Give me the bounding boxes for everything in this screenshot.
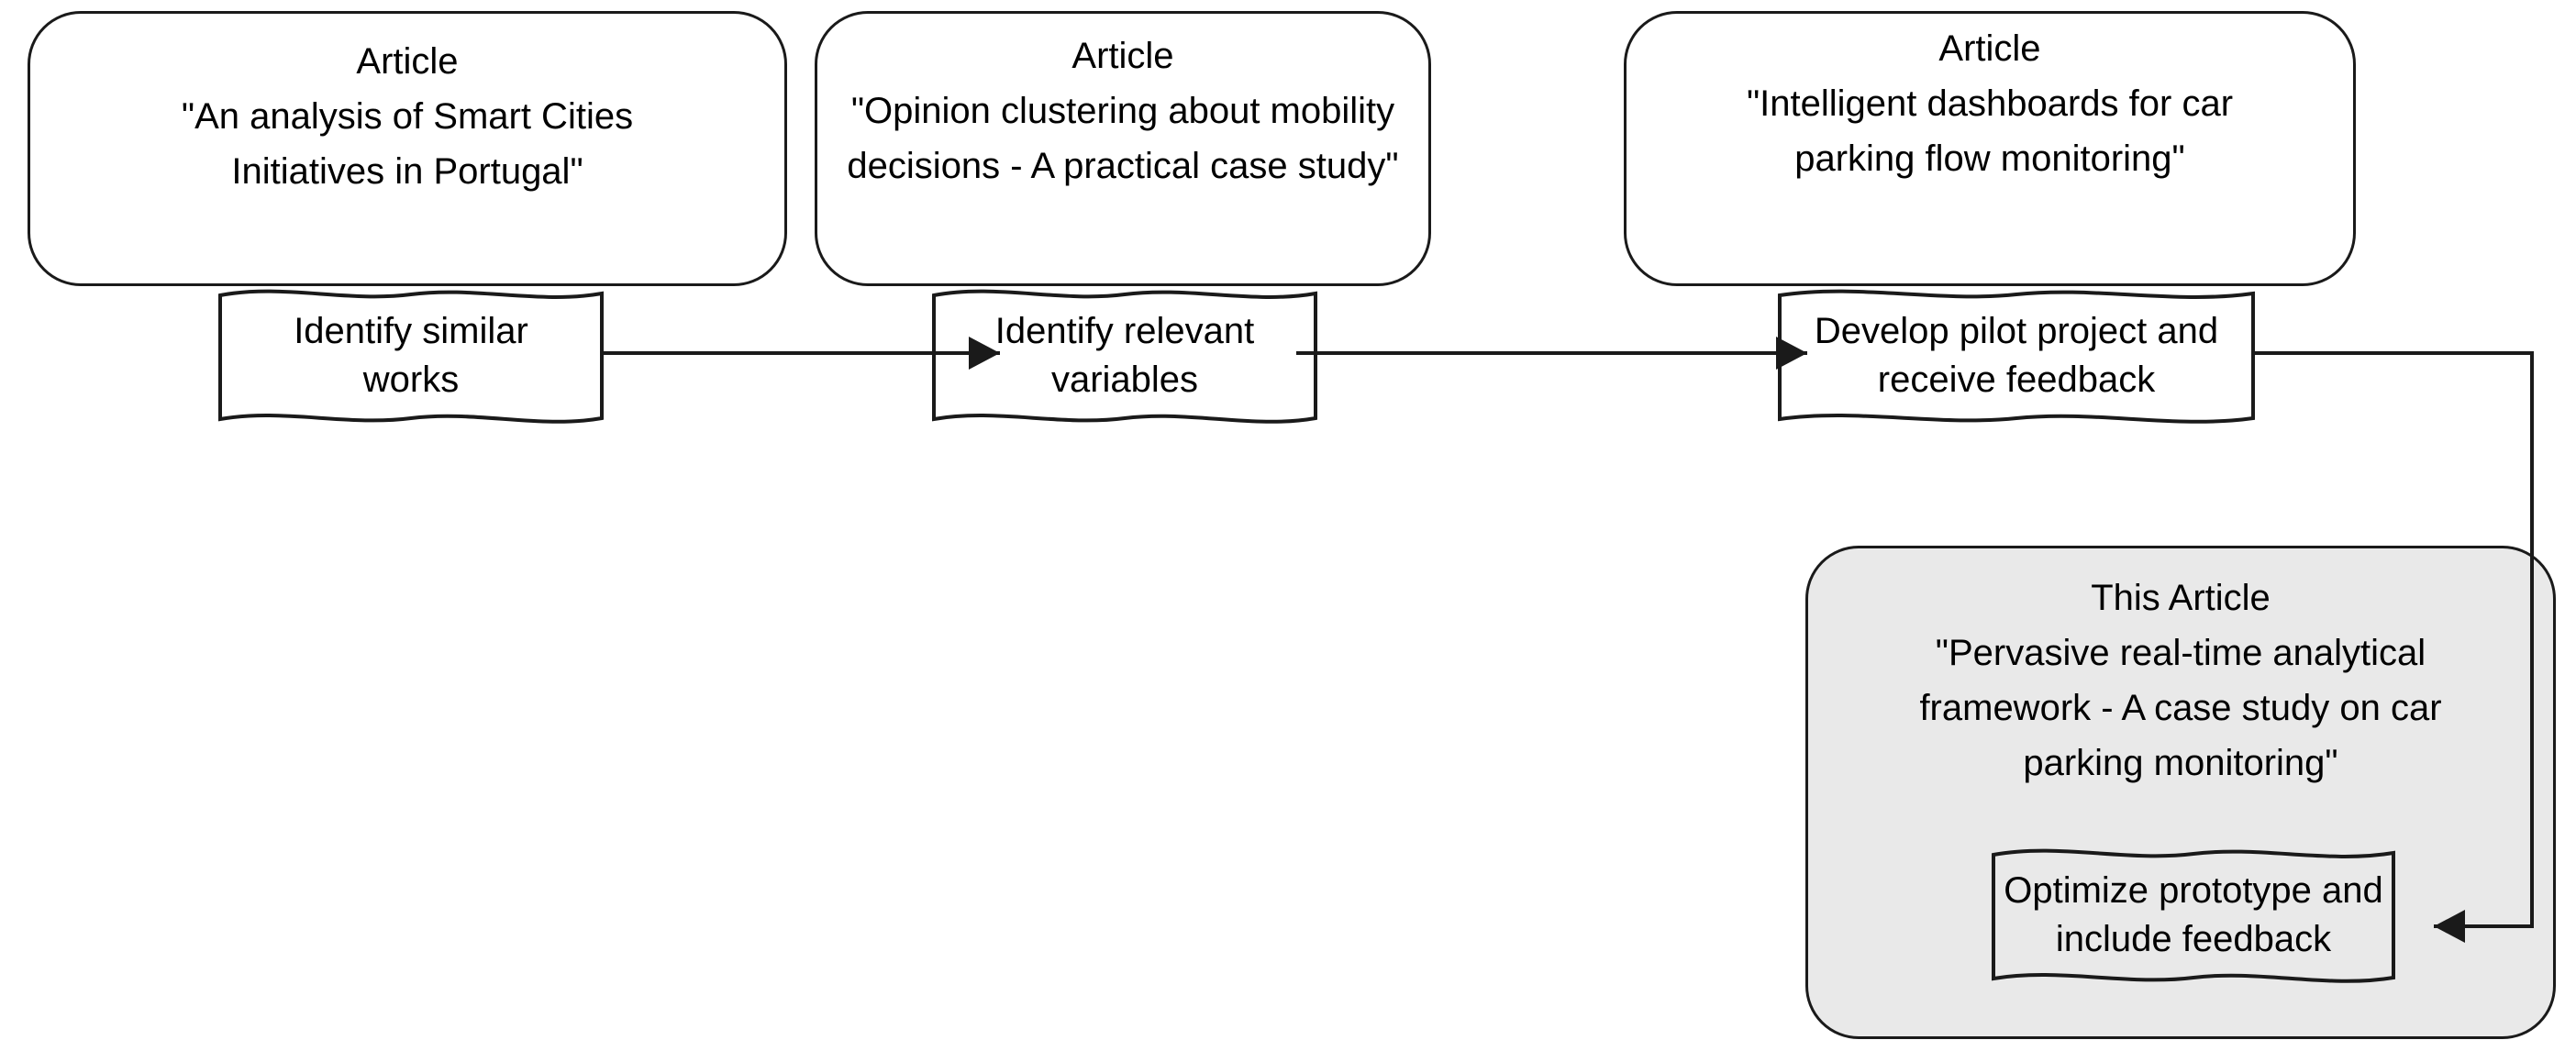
article-card-heading: Article "Opinion clustering about mobili… [847, 36, 1399, 186]
connector-2-to-3 [1296, 337, 1807, 370]
article-card-heading: This Article "Pervasive real-time analyt… [1919, 578, 2442, 783]
article-card-intelligent-dashboards[interactable]: Article "Intelligent dashboards for car … [1624, 11, 2356, 424]
step-box-identify-relevant-variables[interactable]: Identify relevant variables [932, 282, 1317, 429]
step-box-label: Identify relevant variables [994, 311, 1255, 400]
article-card-this-article[interactable]: This Article "Pervasive real-time analyt… [1805, 546, 2556, 1039]
article-card-heading: Article "An analysis of Smart Cities Ini… [181, 41, 634, 192]
step-box-identify-similar-works[interactable]: Identify similar works [218, 282, 604, 429]
document-shape-icon [1778, 289, 2255, 424]
step-box-develop-pilot-project[interactable]: Develop pilot project and receive feedba… [1778, 282, 2255, 429]
document-shape-icon [932, 289, 1317, 424]
document-shape-icon [1992, 848, 2395, 983]
step-box-label: Develop pilot project and receive feedba… [1814, 311, 2219, 400]
step-box-label: Optimize prototype and include feedback [2004, 870, 2383, 959]
step-box-label: Identify similar works [294, 311, 528, 400]
step-box-optimize-prototype[interactable]: Optimize prototype and include feedback [1992, 842, 2395, 989]
article-card-smart-cities[interactable]: Article "An analysis of Smart Cities Ini… [28, 11, 787, 424]
article-card-heading: Article "Intelligent dashboards for car … [1746, 28, 2234, 179]
document-shape-icon [218, 289, 604, 424]
article-card-opinion-clustering[interactable]: Article "Opinion clustering about mobili… [815, 11, 1431, 424]
